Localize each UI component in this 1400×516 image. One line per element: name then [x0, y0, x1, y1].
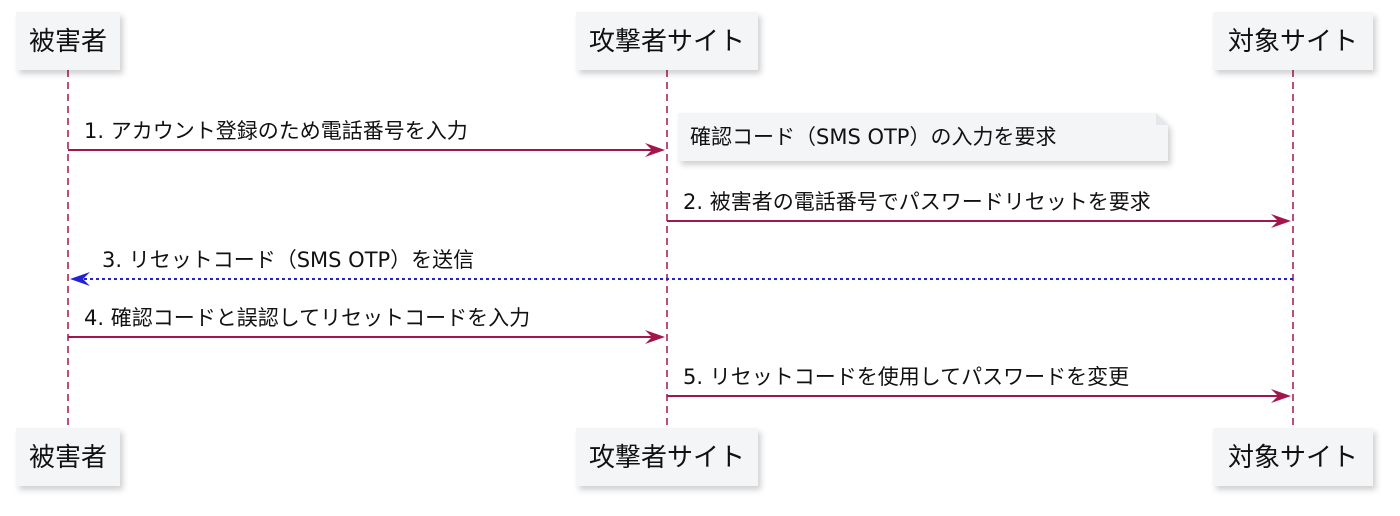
- message-5: 5. リセットコードを使用してパスワードを変更: [667, 365, 1291, 403]
- participant-label: 攻撃者サイト: [589, 27, 745, 57]
- message-4: 4. 確認コードと誤認してリセットコードを入力: [68, 306, 665, 344]
- message-2: 2. 被害者の電話番号でパスワードリセットを要求: [667, 190, 1291, 228]
- participant-target-bottom: 対象サイト: [1213, 428, 1373, 486]
- message-label: 5. リセットコードを使用してパスワードを変更: [683, 365, 1129, 389]
- participant-box: [576, 12, 758, 70]
- participant-attacker-bottom: 攻撃者サイト: [576, 428, 758, 486]
- participant-box: [16, 428, 120, 486]
- note-fold-corner: [1156, 113, 1168, 125]
- note: 確認コード（SMS OTP）の入力を要求: [678, 113, 1168, 161]
- arrowhead-icon: [1271, 389, 1291, 403]
- participant-label: 攻撃者サイト: [589, 443, 745, 473]
- arrowhead-icon: [645, 330, 665, 344]
- arrowhead-icon: [70, 272, 90, 286]
- message-label: 1. アカウント登録のため電話番号を入力: [84, 119, 468, 143]
- message-3: 3. リセットコード（SMS OTP）を送信: [70, 248, 1293, 286]
- message-1: 1. アカウント登録のため電話番号を入力: [68, 119, 665, 157]
- participant-label: 被害者: [29, 443, 107, 473]
- participant-label: 対象サイト: [1228, 27, 1358, 57]
- message-label: 3. リセットコード（SMS OTP）を送信: [102, 248, 474, 272]
- participant-box: [16, 12, 120, 70]
- participant-label: 対象サイト: [1228, 443, 1358, 473]
- participant-box: [1213, 12, 1373, 70]
- participant-box: [576, 428, 758, 486]
- participant-target-top: 対象サイト: [1213, 12, 1373, 70]
- arrowhead-icon: [1271, 214, 1291, 228]
- participant-box: [1213, 428, 1373, 486]
- participant-victim-bottom: 被害者: [16, 428, 120, 486]
- participant-label: 被害者: [29, 27, 107, 57]
- note-label: 確認コード（SMS OTP）の入力を要求: [690, 125, 1056, 149]
- message-label: 4. 確認コードと誤認してリセットコードを入力: [84, 306, 530, 330]
- note-box: [678, 113, 1168, 161]
- participant-victim-top: 被害者: [16, 12, 120, 70]
- participant-attacker-top: 攻撃者サイト: [576, 12, 758, 70]
- arrowhead-icon: [645, 143, 665, 157]
- message-label: 2. 被害者の電話番号でパスワードリセットを要求: [683, 190, 1151, 214]
